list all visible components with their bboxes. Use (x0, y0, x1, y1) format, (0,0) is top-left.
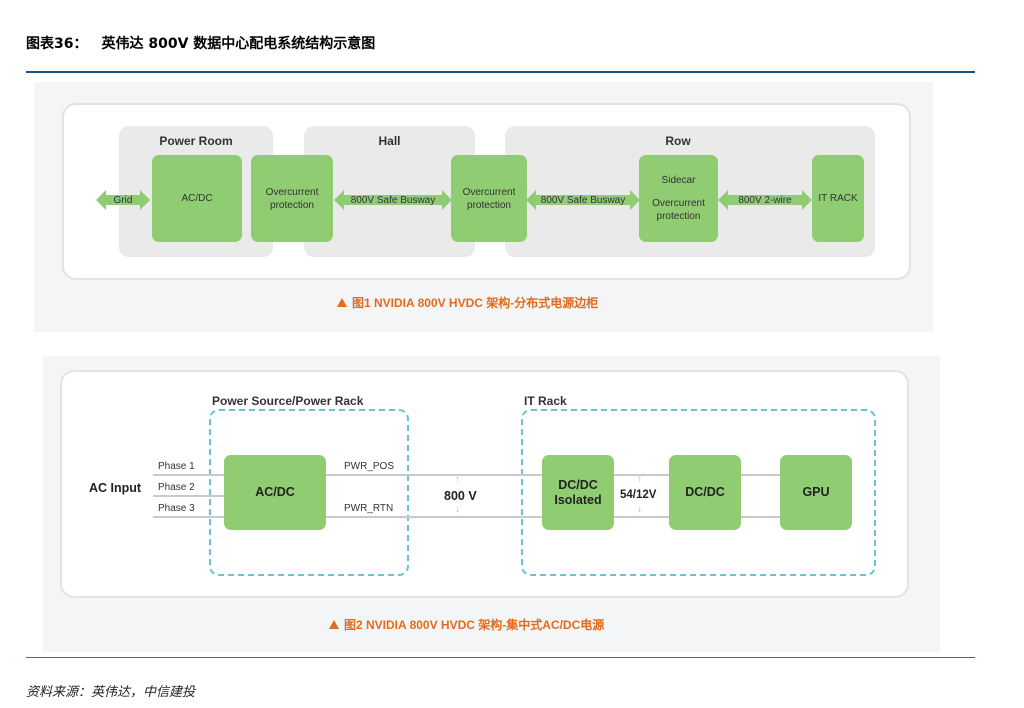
dcdc-box: DC/DC (669, 455, 741, 530)
figure2-caption-text: 图2 NVIDIA 800V HVDC 架构-集中式AC/DC电源 (344, 618, 605, 632)
it-rack-dashed-box (521, 409, 876, 576)
sidecar-box: Sidecar Overcurrent protection (639, 155, 718, 242)
sidecar-line1: Sidecar (661, 175, 696, 186)
figure1-caption: 图1 NVIDIA 800V HVDC 架构-分布式电源边柜 (337, 294, 598, 311)
acdc-label: AC/DC (181, 193, 213, 204)
dcdc-label: DC/DC (685, 485, 725, 499)
source-note: 资料来源：英伟达，中信建投 (26, 685, 196, 700)
figure-header: 图表36： 英伟达 800V 数据中心配电系统结构示意图 (26, 33, 375, 53)
phase-3-label: Phase 3 (158, 503, 195, 514)
pwr-pos-label: PWR_POS (344, 461, 395, 472)
overcurrent-2-line1: Overcurrent (462, 186, 516, 198)
caption-triangle-icon-2 (329, 620, 339, 629)
overcurrent-box-2: Overcurrent protection (451, 155, 527, 242)
overcurrent-box-1: Overcurrent protection (251, 155, 333, 242)
wire-arrow (718, 190, 812, 210)
acdc-box: AC/DC (152, 155, 242, 242)
figure1-caption-text: 图1 NVIDIA 800V HVDC 架构-分布式电源边柜 (352, 296, 599, 310)
it-rack-title: IT Rack (524, 394, 567, 408)
gpu-label: GPU (802, 485, 830, 499)
figure2-caption: 图2 NVIDIA 800V HVDC 架构-集中式AC/DC电源 (329, 616, 604, 633)
phase3-line (153, 516, 224, 518)
grid-arrow (96, 190, 150, 210)
v800-label: 800 V (444, 489, 477, 503)
v800-down-arrow-icon: ↓ (455, 504, 460, 515)
overcurrent-2-line2: protection (467, 199, 511, 211)
zone-row-title: Row (665, 134, 691, 148)
power-source-dashed-box (209, 409, 409, 576)
busway-2-arrow (526, 190, 640, 210)
v54-12-label: 54/12V (620, 489, 657, 501)
pwr-rtn-label: PWR_RTN (344, 503, 394, 514)
dcdc-isolated-box: DC/DC Isolated (542, 455, 614, 530)
pwr-pos-line (326, 474, 542, 476)
figure-number: 图表36： (26, 36, 88, 52)
overcurrent-1-line1: Overcurrent (265, 186, 319, 198)
grid-label: Grid (113, 194, 133, 206)
phase-1-label: Phase 1 (158, 461, 195, 472)
wire-label: 800V 2-wire (738, 194, 792, 206)
figure2-card (60, 370, 909, 598)
busway-1-label: 800V Safe Busway (350, 194, 436, 206)
pwr-rtn-line (326, 516, 542, 518)
sidecar-line3: protection (656, 211, 701, 222)
v54-down-arrow-icon: ↓ (637, 504, 642, 515)
busway-2-label: 800V Safe Busway (540, 194, 626, 206)
overcurrent-1-line2: protection (270, 199, 314, 211)
gpu-box: GPU (780, 455, 852, 530)
phase2-line (153, 495, 224, 497)
v54-up-arrow-icon: ↑ (637, 474, 642, 485)
zone-power-room-title: Power Room (159, 134, 233, 148)
figure-title: 英伟达 800V 数据中心配电系统结构示意图 (101, 36, 376, 52)
it-rack-box: IT RACK (812, 155, 864, 242)
dcdc-isolated-line1: DC/DC (558, 477, 598, 492)
ac-dc-box: AC/DC (224, 455, 326, 530)
busway-1-arrow (334, 190, 452, 210)
v800-up-arrow-icon: ↑ (455, 474, 460, 485)
bottom-rule (26, 657, 975, 658)
top-rule (26, 71, 975, 73)
zone-hall-title: Hall (378, 134, 401, 148)
sidecar-line2: Overcurrent (652, 198, 705, 209)
it-rack-label: IT RACK (818, 193, 858, 204)
power-source-title: Power Source/Power Rack (212, 394, 364, 408)
phase-2-label: Phase 2 (158, 482, 195, 493)
dcdc-isolated-line2: Isolated (554, 492, 602, 507)
ac-dc-label: AC/DC (255, 485, 295, 499)
caption-triangle-icon (337, 298, 347, 307)
phase1-line (153, 474, 224, 476)
ac-input-label: AC Input (89, 481, 142, 495)
